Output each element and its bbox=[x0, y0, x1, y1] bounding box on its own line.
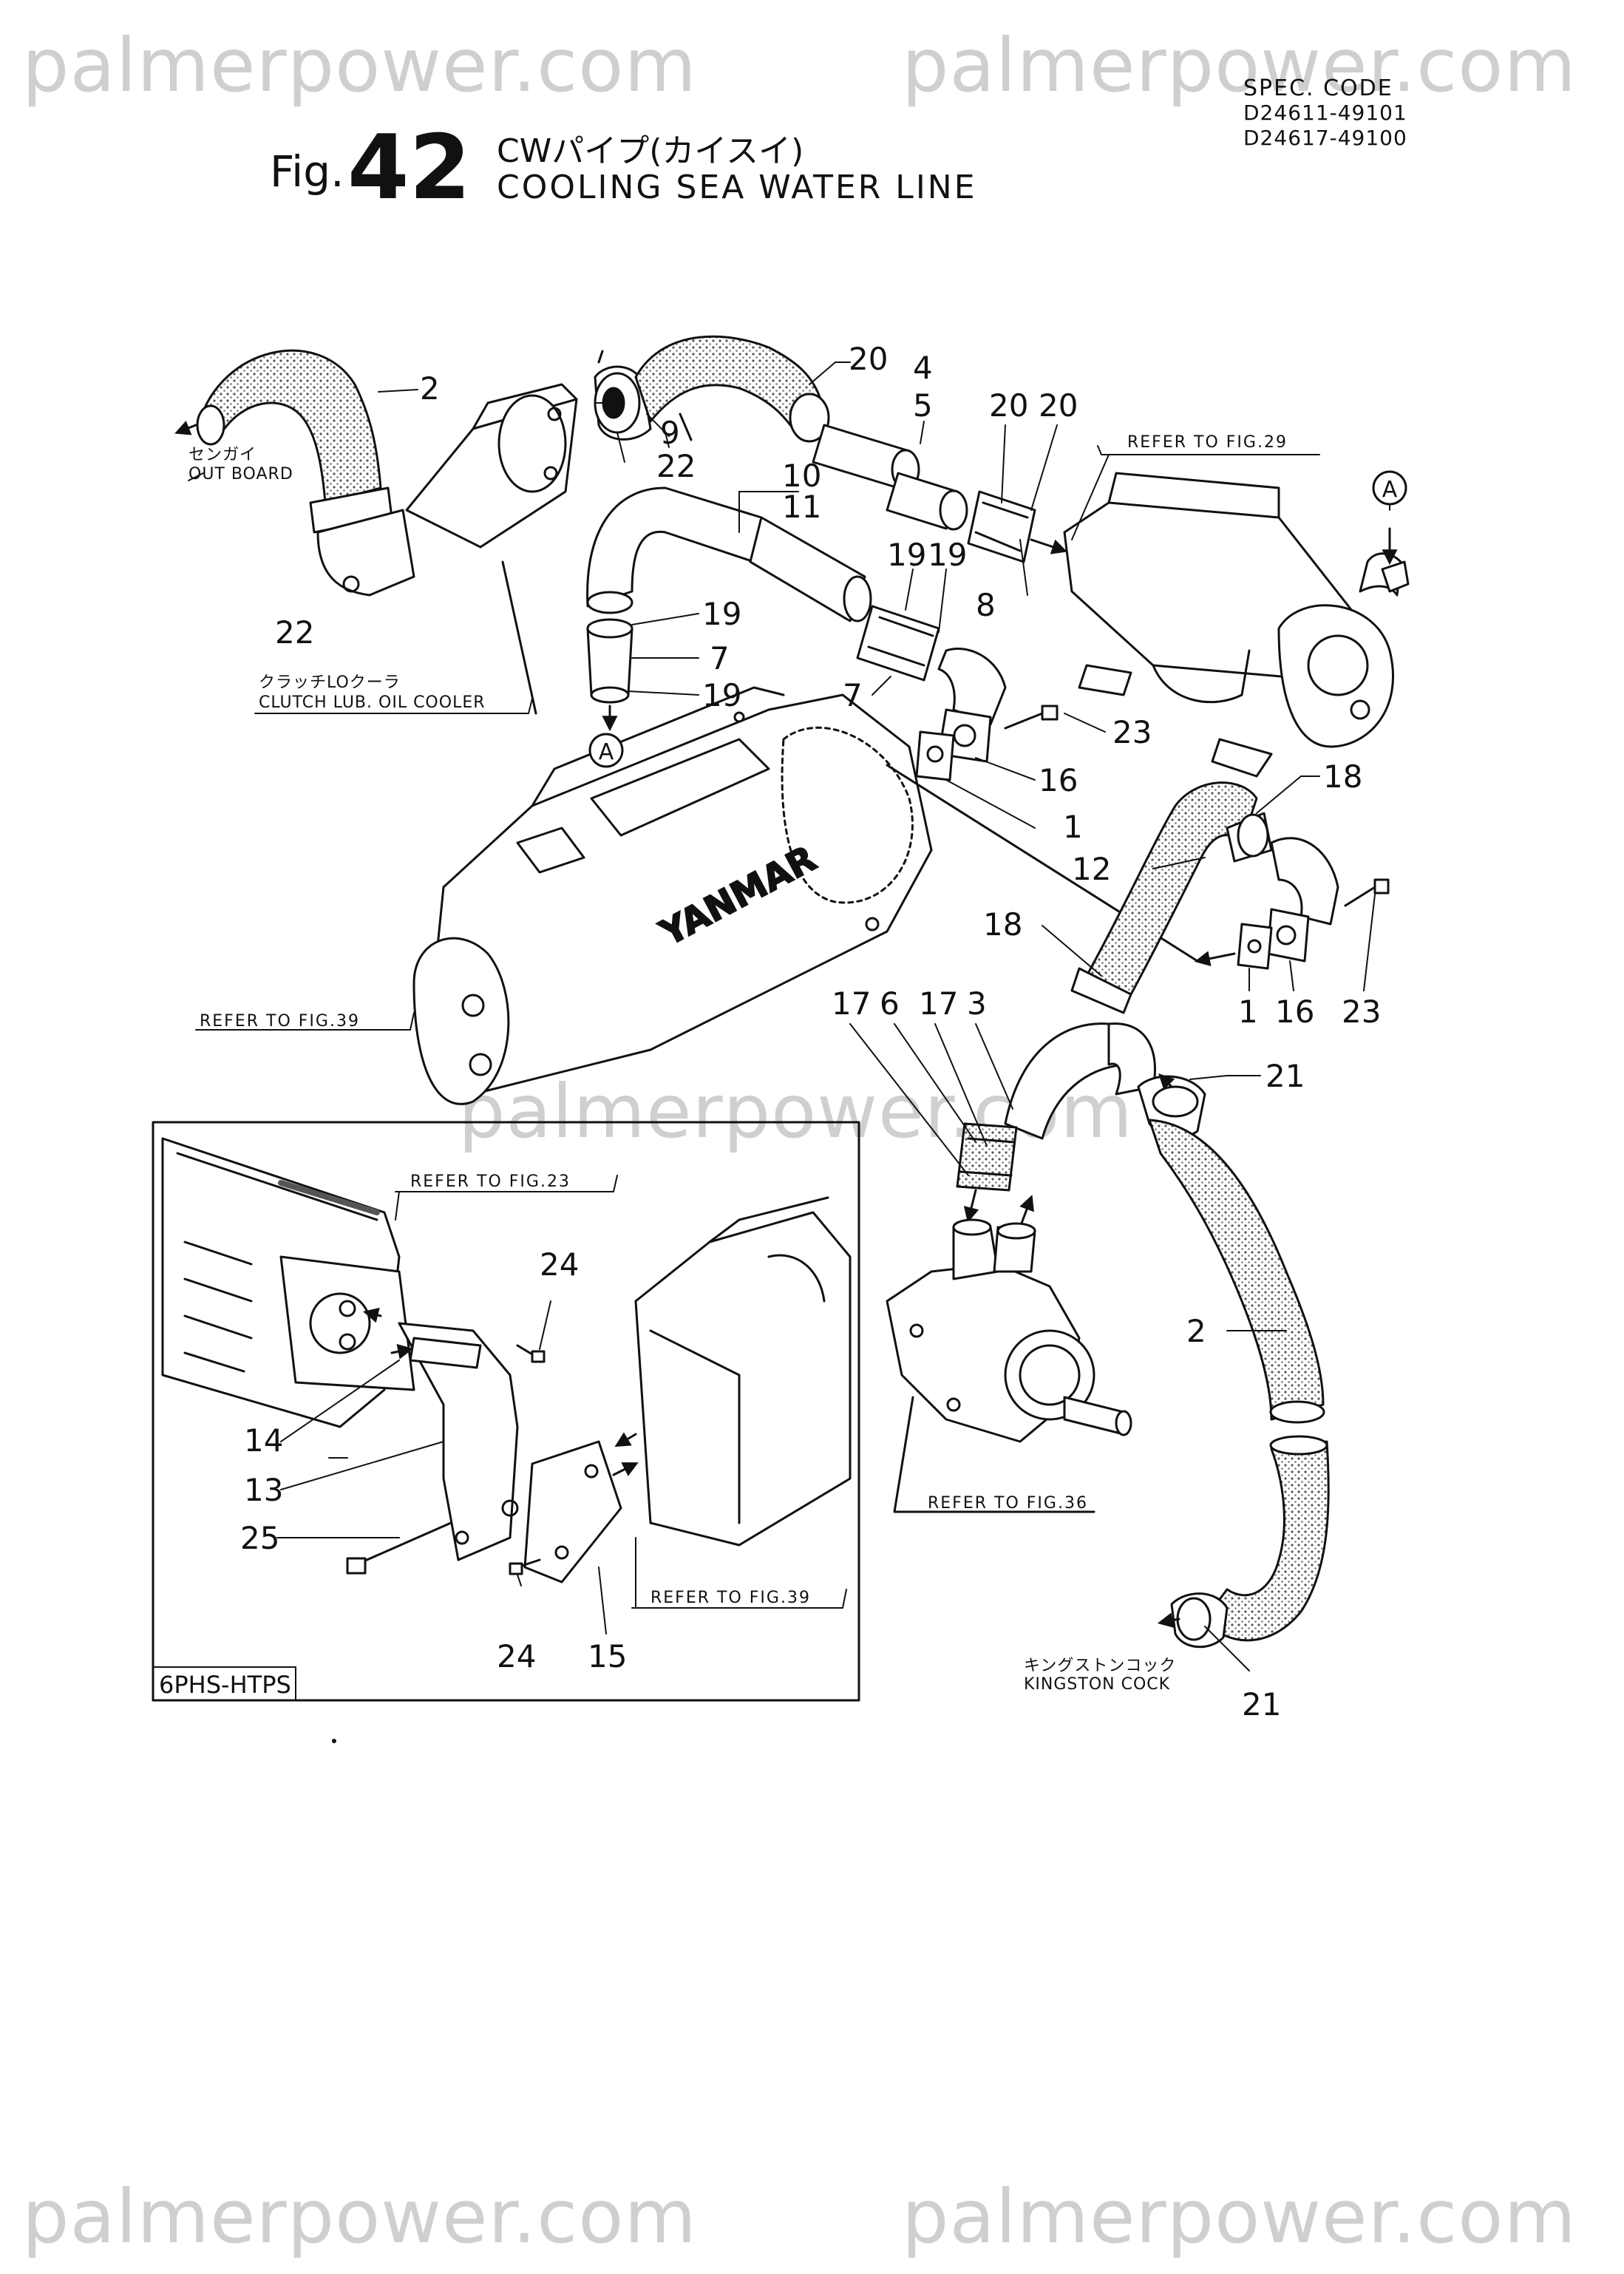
fig-prefix: Fig. bbox=[270, 146, 344, 197]
callout-2-top: 2 bbox=[420, 370, 440, 407]
callout-17-b: 17 bbox=[919, 985, 958, 1022]
callout-24-a: 24 bbox=[540, 1246, 579, 1283]
cooler-label: CLUTCH LUB. OIL COOLER bbox=[259, 693, 486, 712]
callout-24-b: 24 bbox=[497, 1638, 536, 1674]
title-en: COOLING SEA WATER LINE bbox=[497, 169, 977, 206]
spec-code-1: D24611-49101 bbox=[1243, 101, 1407, 125]
callout-19-a: 19 bbox=[887, 537, 926, 573]
callout-19-d: 19 bbox=[702, 677, 741, 713]
inset-panel bbox=[152, 1121, 860, 1702]
callout-13: 13 bbox=[244, 1472, 283, 1508]
title-jp: CWパイプ(カイスイ) bbox=[497, 132, 804, 170]
callout-7-b: 7 bbox=[843, 677, 863, 713]
callout-10: 10 bbox=[782, 458, 821, 494]
callout-25: 25 bbox=[240, 1520, 279, 1556]
callout-7-a: 7 bbox=[710, 640, 730, 676]
spec-code-2: D24617-49100 bbox=[1243, 126, 1407, 150]
callout-23-b: 23 bbox=[1342, 994, 1381, 1030]
spec-label: SPEC. CODE bbox=[1243, 75, 1393, 101]
callout-12: 12 bbox=[1072, 851, 1111, 887]
callout-22-a: 22 bbox=[656, 448, 696, 484]
callout-20-c: 20 bbox=[1039, 387, 1078, 424]
refer-fig23: REFER TO FIG.23 bbox=[410, 1172, 571, 1191]
connector-a-left bbox=[588, 733, 624, 768]
refer-fig39-inset: REFER TO FIG.39 bbox=[650, 1589, 811, 1607]
callout-4: 4 bbox=[913, 350, 933, 386]
callout-20-b: 20 bbox=[989, 387, 1028, 424]
watermark-bottom-right: palmerpower.com bbox=[902, 2173, 1577, 2260]
callout-15: 15 bbox=[588, 1638, 627, 1674]
connector-a-right-label: A bbox=[1382, 477, 1398, 503]
refer-fig36: REFER TO FIG.36 bbox=[928, 1494, 1088, 1513]
watermark-top-left: palmerpower.com bbox=[22, 22, 697, 109]
refer-fig39-main: REFER TO FIG.39 bbox=[200, 1012, 360, 1031]
callout-16-a: 16 bbox=[1039, 762, 1078, 798]
callout-2-bottom: 2 bbox=[1186, 1313, 1206, 1349]
callout-21-b: 21 bbox=[1242, 1686, 1281, 1723]
callout-1-b: 1 bbox=[1238, 994, 1258, 1030]
watermark-top-right: palmerpower.com bbox=[902, 22, 1577, 109]
inset-model-label: 6PHS-HTPS bbox=[159, 1671, 291, 1699]
callout-18-b: 18 bbox=[983, 906, 1022, 943]
callout-5: 5 bbox=[913, 387, 933, 424]
watermark-bottom-left: palmerpower.com bbox=[22, 2173, 697, 2260]
fig-number: 42 bbox=[347, 117, 471, 220]
callout-22-b: 22 bbox=[275, 614, 314, 651]
callout-20-a: 20 bbox=[849, 341, 888, 377]
kingston-label-jp: キングストンコック bbox=[1024, 1657, 1176, 1675]
callout-11: 11 bbox=[782, 489, 821, 525]
callout-18-a: 18 bbox=[1323, 758, 1362, 795]
callout-1-a: 1 bbox=[1063, 809, 1083, 845]
connector-a-left-label: A bbox=[599, 739, 614, 765]
callout-8: 8 bbox=[976, 587, 996, 623]
kingston-label: KINGSTON COCK bbox=[1024, 1675, 1170, 1694]
connector-a-right bbox=[1372, 470, 1407, 506]
callout-6: 6 bbox=[880, 985, 900, 1022]
callout-16-b: 16 bbox=[1275, 994, 1314, 1030]
pipe-10-11 bbox=[586, 486, 763, 608]
callout-3: 3 bbox=[967, 985, 987, 1022]
outboard-label: OUT BOARD bbox=[188, 465, 293, 483]
callout-19-c: 19 bbox=[702, 596, 741, 632]
hose-2-right bbox=[1148, 1119, 1325, 1421]
hose-12 bbox=[1085, 781, 1258, 996]
callout-14: 14 bbox=[244, 1422, 283, 1459]
callout-9: 9 bbox=[660, 415, 680, 451]
callout-21-a: 21 bbox=[1265, 1058, 1305, 1094]
callout-19-b: 19 bbox=[928, 537, 967, 573]
callout-23-a: 23 bbox=[1112, 714, 1152, 750]
refer-fig29: REFER TO FIG.29 bbox=[1127, 433, 1288, 452]
callout-17-a: 17 bbox=[832, 985, 871, 1022]
outboard-hose-top bbox=[198, 349, 382, 504]
outboard-label-jp: センガイ bbox=[188, 446, 256, 464]
cooler-label-jp: クラッチLOクーラ bbox=[259, 673, 401, 692]
